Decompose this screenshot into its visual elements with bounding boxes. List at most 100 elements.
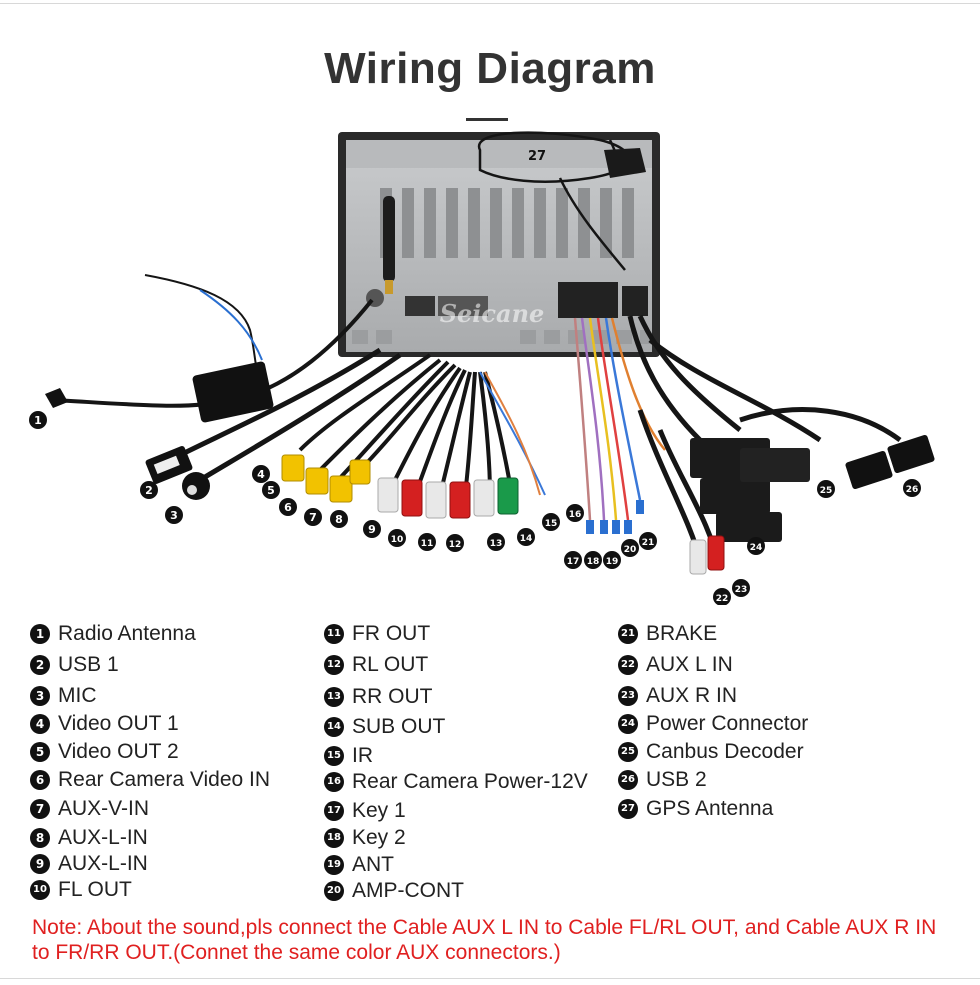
wifi-antenna bbox=[383, 196, 395, 294]
svg-text:4: 4 bbox=[257, 468, 265, 481]
legend-number-16: 16 bbox=[324, 772, 344, 792]
svg-text:11: 11 bbox=[421, 539, 434, 549]
svg-text:1: 1 bbox=[34, 414, 42, 427]
callout-1: 1 bbox=[29, 411, 47, 429]
svg-text:14: 14 bbox=[520, 534, 533, 544]
svg-text:26: 26 bbox=[906, 485, 919, 495]
top-divider bbox=[0, 3, 980, 4]
svg-text:23: 23 bbox=[735, 585, 748, 595]
callout-15: 15 bbox=[542, 513, 560, 531]
callout-11: 11 bbox=[418, 533, 436, 551]
svg-text:21: 21 bbox=[642, 538, 655, 548]
callout-20: 20 bbox=[621, 539, 639, 557]
svg-text:25: 25 bbox=[820, 486, 833, 496]
svg-text:16: 16 bbox=[569, 510, 582, 520]
legend-number-13: 13 bbox=[324, 687, 344, 707]
radio-antenna-plug-icon bbox=[45, 388, 68, 408]
legend-number-17: 17 bbox=[324, 801, 344, 821]
wiring-diagram-image: Seicane bbox=[29, 131, 935, 605]
usb1-mic-cables bbox=[168, 347, 402, 483]
title-underline bbox=[466, 118, 508, 121]
svg-text:17: 17 bbox=[567, 557, 580, 567]
legend-number-8: 8 bbox=[30, 828, 50, 848]
callout-17: 17 bbox=[564, 551, 582, 569]
callout-9: 9 bbox=[363, 520, 381, 538]
legend-number-6: 6 bbox=[30, 770, 50, 790]
callout-4: 4 bbox=[252, 465, 270, 483]
power-connector bbox=[690, 438, 810, 542]
callout-26: 26 bbox=[903, 479, 921, 497]
page-title: Wiring Diagram bbox=[324, 44, 656, 93]
power-harness-wires bbox=[573, 317, 666, 521]
legend-number-20: 20 bbox=[324, 881, 344, 901]
legend-number-22: 22 bbox=[618, 655, 638, 675]
svg-text:2: 2 bbox=[145, 484, 153, 497]
legend-number-26: 26 bbox=[618, 770, 638, 790]
callout-2: 2 bbox=[140, 481, 158, 499]
callout-24: 24 bbox=[747, 537, 765, 555]
legend-number-12: 12 bbox=[324, 655, 344, 675]
svg-text:6: 6 bbox=[284, 501, 292, 514]
legend-number-14: 14 bbox=[324, 717, 344, 737]
svg-text:22: 22 bbox=[716, 594, 729, 604]
legend-number-7: 7 bbox=[30, 799, 50, 819]
signal-wire-tips bbox=[586, 500, 644, 534]
mic-jack-icon bbox=[182, 472, 210, 500]
aux-in-rca-plugs bbox=[689, 535, 725, 575]
legend-number-11: 11 bbox=[324, 624, 344, 644]
legend-number-2: 2 bbox=[30, 655, 50, 675]
callout-7: 7 bbox=[304, 508, 322, 526]
svg-text:12: 12 bbox=[449, 540, 462, 550]
svg-text:8: 8 bbox=[335, 513, 343, 526]
brand-watermark: Seicane bbox=[440, 299, 545, 328]
svg-text:9: 9 bbox=[368, 523, 376, 536]
legend-number-5: 5 bbox=[30, 742, 50, 762]
usb2-plugs bbox=[845, 434, 935, 490]
legend-number-25: 25 bbox=[618, 742, 638, 762]
callout-22: 22 bbox=[713, 588, 731, 605]
sound-connection-note: Note: About the sound,pls connect the Ca… bbox=[32, 916, 937, 964]
callout-23: 23 bbox=[732, 579, 750, 597]
callout-21: 21 bbox=[639, 532, 657, 550]
svg-text:3: 3 bbox=[170, 509, 178, 522]
svg-text:10: 10 bbox=[391, 535, 404, 545]
gps-receiver-icon bbox=[604, 148, 646, 178]
svg-text:20: 20 bbox=[624, 545, 637, 555]
head-unit: Seicane bbox=[338, 132, 660, 357]
legend-number-4: 4 bbox=[30, 714, 50, 734]
rca-plugs bbox=[281, 454, 519, 519]
legend-number-23: 23 bbox=[618, 686, 638, 706]
legend-number-19: 19 bbox=[324, 855, 344, 875]
callout-16: 16 bbox=[566, 504, 584, 522]
legend-number-10: 10 bbox=[30, 880, 50, 900]
legend-number-3: 3 bbox=[30, 686, 50, 706]
svg-text:27: 27 bbox=[528, 149, 546, 164]
svg-text:7: 7 bbox=[309, 511, 317, 524]
svg-text:15: 15 bbox=[545, 519, 558, 529]
antenna-amplifier-box bbox=[192, 361, 274, 423]
callout-12: 12 bbox=[446, 534, 464, 552]
svg-text:13: 13 bbox=[490, 539, 503, 549]
callout-10: 10 bbox=[388, 529, 406, 547]
